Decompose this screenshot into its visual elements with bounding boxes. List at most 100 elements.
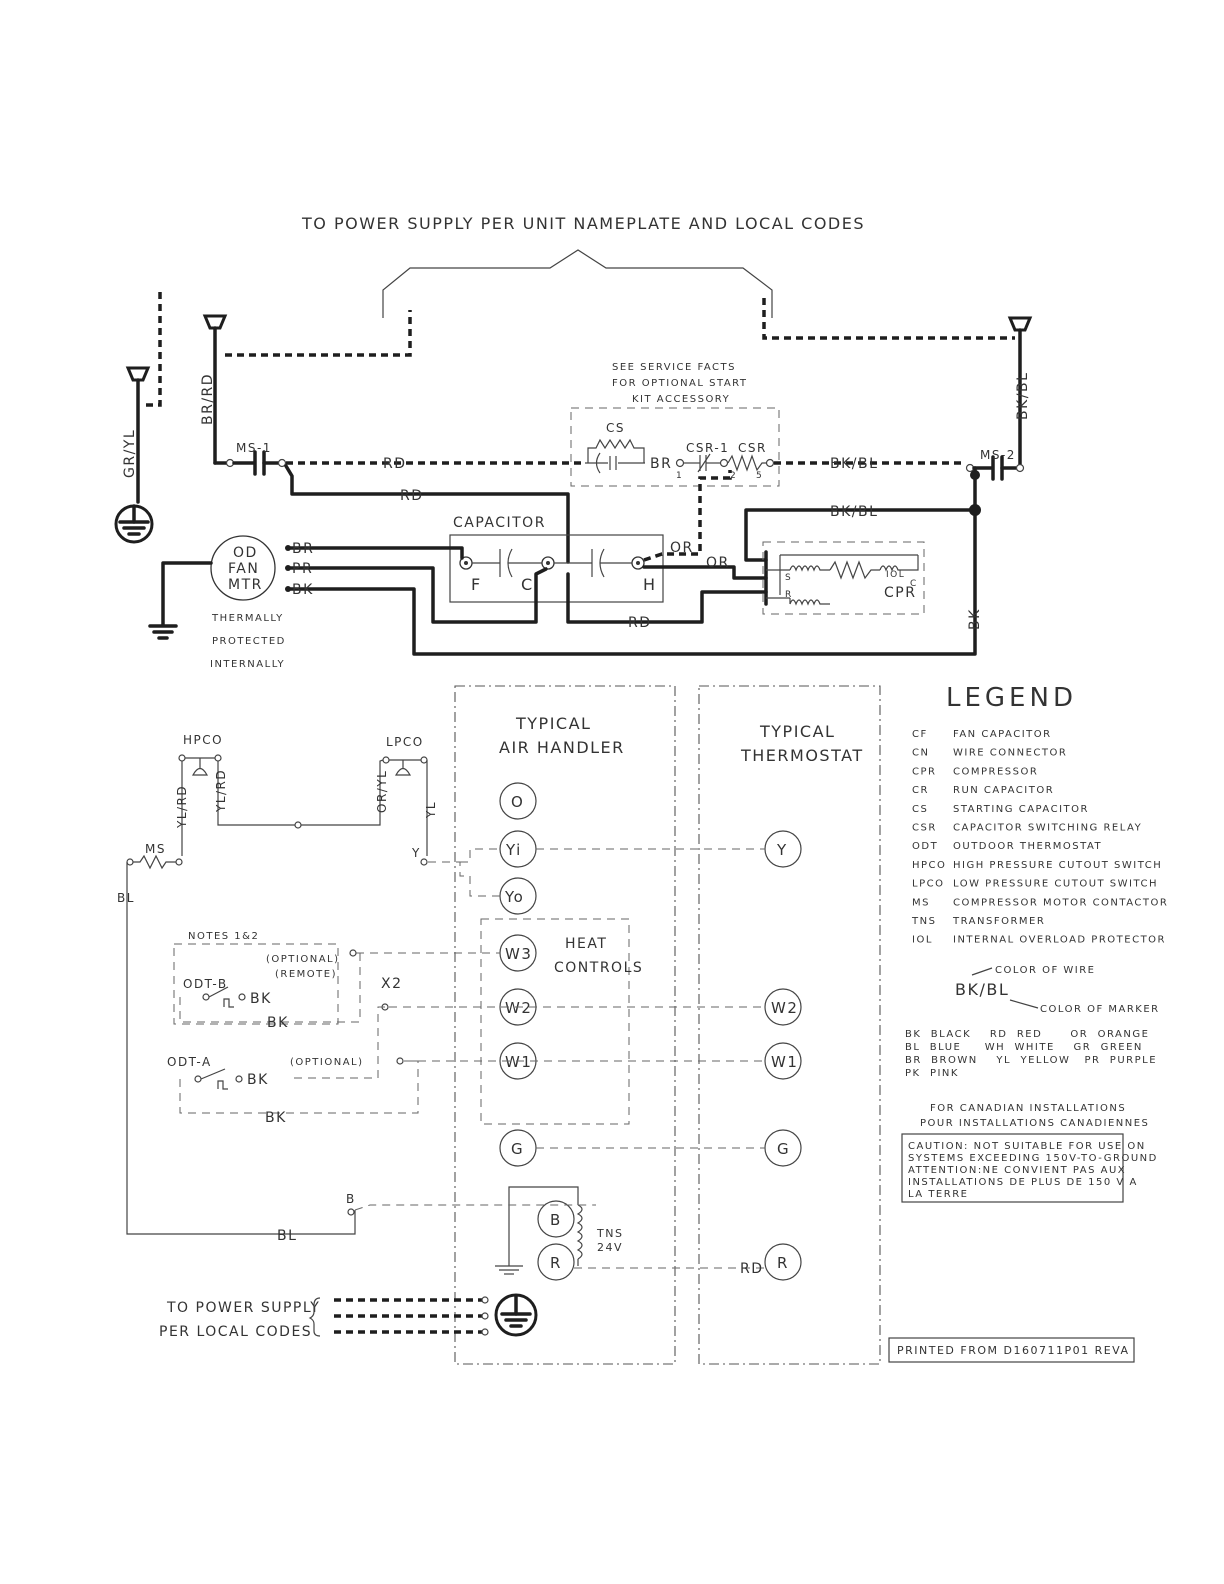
ah-terminal-g: G — [499, 1129, 537, 1167]
ms2-label: MS-2 — [980, 448, 1016, 462]
csr1-label: CSR-1 — [686, 441, 729, 455]
canadian-1: FOR CANADIAN INSTALLATIONS — [930, 1103, 1126, 1114]
wire-odt-b — [179, 952, 361, 1023]
csr-relay — [675, 453, 775, 473]
legend-colors-1: BK BLACK RD RED OR ORANGE — [905, 1029, 1149, 1040]
wire-yl-rd-right — [217, 759, 384, 826]
cap-terminal-f: F — [471, 575, 482, 594]
legend-color-of-wire: COLOR OF WIRE — [995, 965, 1095, 976]
wire-fan-br — [286, 546, 464, 560]
legend-code: CF — [912, 729, 928, 740]
ah-terminal-yo: Yo — [499, 877, 537, 915]
od-fan-motor — [210, 535, 276, 601]
legend-sample: BK/BL — [955, 980, 1009, 999]
legend-code: CN — [912, 748, 929, 759]
power-local-2: PER LOCAL CODES — [159, 1324, 312, 1340]
wire-y-to-yi — [460, 848, 500, 863]
legend-marker-example — [971, 967, 1039, 1009]
ms-coil — [126, 854, 183, 870]
svg-text:O: O — [511, 793, 524, 811]
wire-label-bk-odt-a-2: BK — [265, 1110, 287, 1126]
compressor-cpr — [764, 550, 919, 606]
air-handler-title-1: TYPICAL — [515, 714, 591, 733]
cap-terminal-c: C — [521, 575, 534, 594]
optional-label: (OPTIONAL) — [266, 954, 340, 965]
remote-label: (REMOTE) — [275, 969, 337, 980]
wire-x2 — [290, 1006, 385, 1079]
cpr-iol-label: IOL — [886, 570, 905, 580]
wire-label-yl-rd-2: YL/RD — [214, 769, 228, 813]
ms1-contact — [225, 450, 287, 476]
power-supply-note: TO POWER SUPPLY PER UNIT NAMEPLATE AND L… — [301, 214, 865, 233]
wire-label-rd-r: RD — [740, 1261, 764, 1277]
cpr-r-label: R — [785, 590, 793, 600]
wire-label-rd-3: RD — [628, 615, 652, 631]
start-kit-box — [570, 407, 780, 487]
run-capacitor — [459, 548, 645, 578]
lpco-switch — [382, 756, 428, 776]
wire-rd-lower — [566, 572, 768, 624]
wire-odt-a — [179, 1060, 419, 1114]
x2-label: X2 — [381, 976, 403, 992]
thermostat-title-2: THERMOSTAT — [740, 746, 864, 765]
ground-supply-wire — [143, 292, 162, 407]
caution-5: LA TERRE — [908, 1189, 968, 1200]
thermostat-box — [698, 685, 881, 1365]
legend-description: OUTDOOR THERMOSTAT — [953, 841, 1102, 852]
cap-terminal-h: H — [643, 575, 657, 594]
ground-lug-gr-yl — [114, 366, 154, 544]
tns-voltage: 24V — [597, 1241, 623, 1254]
wire-label-bk-vertical: BK — [967, 608, 983, 630]
legend-colors-4: PK PINK — [905, 1068, 959, 1079]
service-note-3: KIT ACCESSORY — [632, 394, 730, 405]
heat-controls-box — [480, 918, 630, 1125]
wire-fan-pr — [286, 566, 548, 624]
power-local-wires — [334, 1296, 489, 1336]
legend-code: CR — [912, 785, 929, 796]
optional-label-2: (OPTIONAL) — [290, 1057, 364, 1068]
wire-label-bk-odt-b: BK — [250, 991, 272, 1007]
legend-description: INTERNAL OVERLOAD PROTECTOR — [953, 935, 1166, 946]
wire-label-bk-bl-vertical: BK/BL — [1015, 372, 1031, 420]
junction-dot-1 — [970, 470, 980, 480]
legend-title: LEGEND — [946, 683, 1077, 713]
odt-a-switch — [194, 1068, 243, 1090]
ground-symbol-local — [494, 1293, 538, 1337]
svg-text:G: G — [777, 1140, 790, 1158]
b-label: B — [346, 1192, 356, 1206]
wire-label-bk-bl-1: BK/BL — [830, 456, 878, 472]
svg-text:B: B — [550, 1211, 562, 1229]
svg-text:Y: Y — [776, 841, 788, 859]
transformer-tns — [495, 1186, 583, 1275]
wire-bl-left — [126, 862, 356, 1235]
legend-description: STARTING CAPACITOR — [953, 804, 1089, 815]
supply-wire-left — [225, 310, 412, 357]
legend-description: CAPACITOR SWITCHING RELAY — [953, 823, 1142, 834]
power-local-1: TO POWER SUPPLY — [166, 1300, 320, 1316]
wire-label-yl: YL — [424, 801, 438, 819]
canadian-2: POUR INSTALLATIONS CANADIENNES — [920, 1118, 1149, 1129]
svg-text:R: R — [777, 1254, 789, 1272]
wire-label-br-cs: BR — [650, 456, 672, 472]
wire-b-to-ah — [354, 1204, 596, 1211]
svg-text:W2: W2 — [505, 999, 532, 1017]
y-label: Y — [411, 846, 421, 860]
wire-label-bk-fan: BK — [292, 582, 314, 598]
wire-label-rd-1: RD — [383, 456, 407, 472]
legend-description: LOW PRESSURE CUTOUT SWITCH — [953, 879, 1158, 890]
legend-code: TNS — [911, 916, 936, 927]
legend-colors-3: BR BROWN YL YELLOW PR PURPLE — [905, 1055, 1157, 1066]
wire-label-gr-yl: GR/YL — [122, 429, 138, 478]
legend-code: HPCO — [912, 860, 946, 871]
tstat-terminal-w1: W1 — [764, 1042, 802, 1080]
start-capacitor-cs — [585, 438, 645, 474]
tns-label: TNS — [596, 1227, 623, 1240]
svg-text:W3: W3 — [505, 945, 532, 963]
svg-text:W1: W1 — [505, 1053, 532, 1071]
cs-label: CS — [606, 421, 625, 435]
caution-4: INSTALLATIONS DE PLUS DE 150 V A — [908, 1177, 1138, 1188]
legend-code: ODT — [912, 841, 938, 852]
csr-pin-1: 1 — [676, 471, 683, 481]
